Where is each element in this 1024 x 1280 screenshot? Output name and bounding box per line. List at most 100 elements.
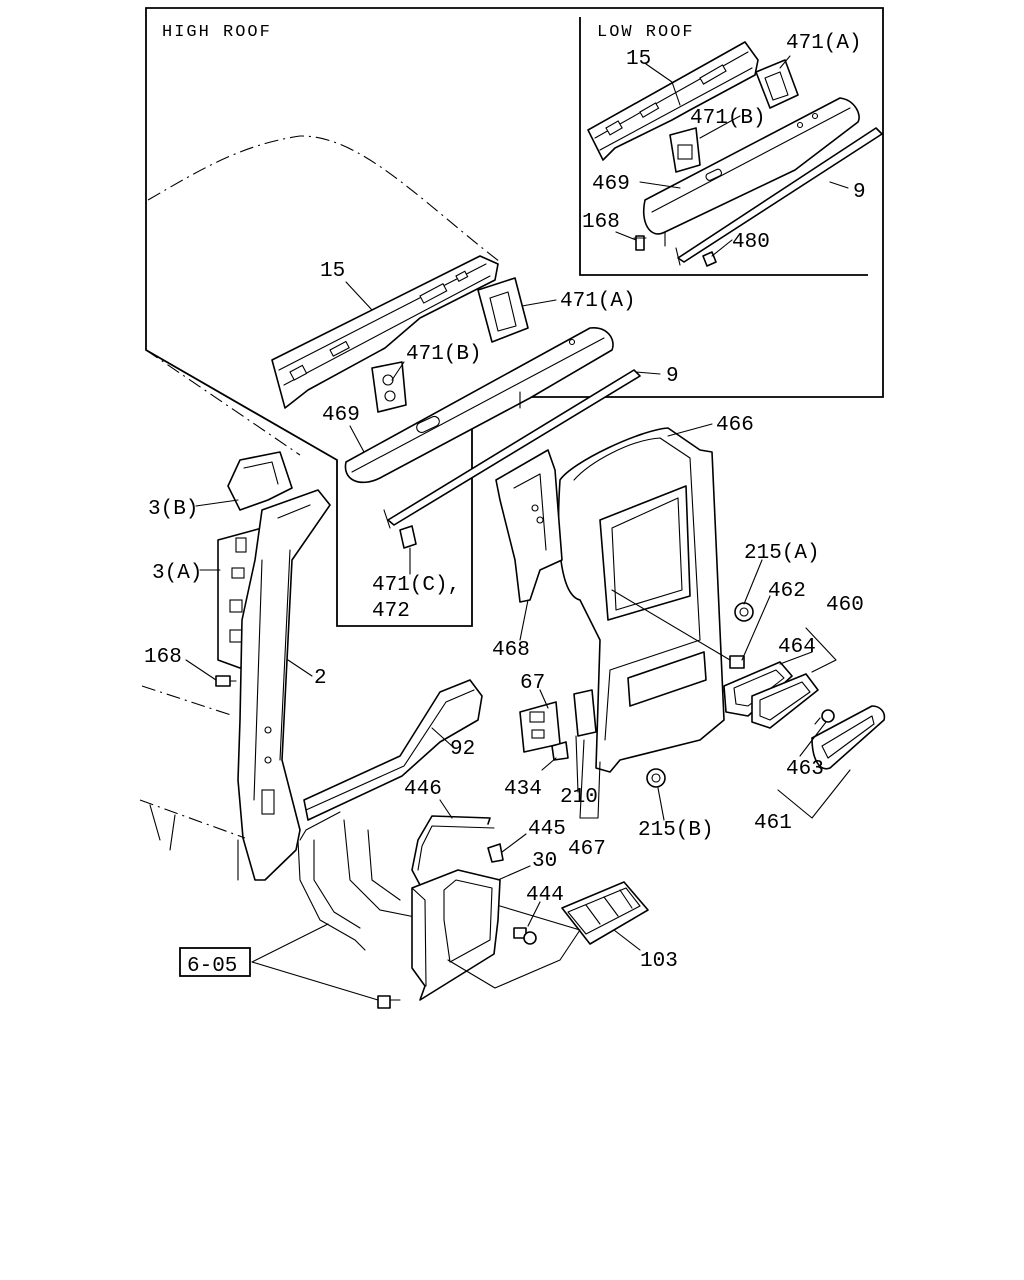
bolt-444 <box>513 927 537 945</box>
leader-2 <box>287 659 313 677</box>
bolt-168 <box>215 675 237 687</box>
high-roof-clip-471c <box>399 525 417 549</box>
body-panel-marks <box>149 804 176 851</box>
pillar-3b <box>227 451 293 511</box>
body-outline-lower <box>139 799 246 839</box>
label-215a: 215(A) <box>744 542 820 565</box>
step-housing-30 <box>411 869 501 1001</box>
label-hr-471b: 471(B) <box>406 343 482 366</box>
ref-box-label[interactable]: 6-05 <box>187 955 237 978</box>
label-462: 462 <box>768 580 806 603</box>
label-466: 466 <box>716 414 754 437</box>
high-roof-molding-9 <box>383 369 641 529</box>
label-103: 103 <box>640 950 678 973</box>
low-roof-header-panel-15 <box>587 41 759 161</box>
leader-6-05 <box>251 923 379 1001</box>
leader-462 <box>611 589 771 661</box>
label-472: 472 <box>372 600 410 623</box>
leader-3b <box>195 499 239 507</box>
lower-frame-6-05 <box>297 839 366 951</box>
label-460: 460 <box>826 594 864 617</box>
grommet-215a <box>734 602 754 622</box>
gasket-460 <box>751 673 819 729</box>
leader-lr-480 <box>711 239 733 257</box>
label-lr-15: 15 <box>626 48 651 71</box>
leader-461 <box>777 769 851 819</box>
lower-frame-inner <box>343 819 421 919</box>
clip-434 <box>551 741 569 761</box>
leader-210 <box>575 735 579 793</box>
label-215b: 215(B) <box>638 819 714 842</box>
leader-434 <box>541 757 557 771</box>
label-471c: 471(C), <box>372 574 460 597</box>
grommet-215b <box>646 768 666 788</box>
leader-lr-471b <box>699 115 741 139</box>
leader-lr-9 <box>829 181 849 189</box>
rear-quarter-panel-466 <box>557 427 725 773</box>
leader-hr-471b <box>391 361 405 381</box>
bracket-67 <box>519 701 561 753</box>
high-roof-header-panel-15 <box>271 255 499 409</box>
leader-168 <box>185 659 217 681</box>
roof-outline <box>147 135 501 263</box>
leader-lr-15 <box>645 63 681 106</box>
leader-lr-168 <box>615 231 637 241</box>
leader-hr-9 <box>635 371 661 375</box>
leader-464 <box>779 651 813 665</box>
title-low-roof: LOW ROOF <box>597 23 695 42</box>
label-lr-480: 480 <box>732 231 770 254</box>
clip-445 <box>487 843 504 863</box>
leader-hr-471a <box>521 299 557 307</box>
high-roof-bracket-471b <box>371 361 407 413</box>
leader-444 <box>527 901 541 927</box>
label-463: 463 <box>786 758 824 781</box>
label-3a: 3(A) <box>152 562 202 585</box>
leader-lr-469 <box>639 181 681 189</box>
leader-463 <box>799 721 827 757</box>
label-444: 444 <box>526 884 564 907</box>
label-lr-469: 469 <box>592 173 630 196</box>
label-lr-168: 168 <box>582 211 620 234</box>
leader-468 <box>519 599 529 641</box>
leader-467 <box>579 739 601 819</box>
low-roof-molding-9 <box>675 127 883 266</box>
label-hr-471a: 471(A) <box>560 290 636 313</box>
high-roof-frame <box>145 7 884 627</box>
label-461: 461 <box>754 812 792 835</box>
label-210: 210 <box>560 786 598 809</box>
leader-466 <box>667 423 713 437</box>
low-roof-bracket-471a <box>755 59 799 109</box>
reinforcement-92 <box>303 679 483 821</box>
leader-30 <box>447 865 581 989</box>
leader-67 <box>539 689 549 709</box>
label-2: 2 <box>314 667 327 690</box>
tube-446 <box>411 815 495 886</box>
clip-463 <box>814 709 835 725</box>
center-pillar-2 <box>237 489 331 881</box>
high-roof-bracket-471a <box>477 277 529 343</box>
label-hr-15: 15 <box>320 260 345 283</box>
roof-left-edge <box>145 349 301 456</box>
leader-215a <box>743 559 763 605</box>
leader-hr-15 <box>345 281 373 311</box>
step-103 <box>561 881 649 945</box>
leader-92 <box>431 727 453 747</box>
label-hr-9: 9 <box>666 365 679 388</box>
label-lr-471b: 471(B) <box>690 107 766 130</box>
ref-box-6-05[interactable] <box>179 947 251 977</box>
label-lr-9: 9 <box>853 181 866 204</box>
label-467: 467 <box>568 838 606 861</box>
bolt-6-05 <box>377 995 401 1009</box>
lamp-461 <box>811 705 886 770</box>
label-92: 92 <box>450 738 475 761</box>
label-446: 446 <box>404 778 442 801</box>
label-lr-471a: 471(A) <box>786 32 862 55</box>
label-3b: 3(B) <box>148 498 198 521</box>
leader-hr-469 <box>349 425 365 453</box>
label-30: 30 <box>532 850 557 873</box>
title-high-roof: HIGH ROOF <box>162 23 272 42</box>
low-roof-bolt-168 <box>633 235 647 251</box>
label-168: 168 <box>144 646 182 669</box>
body-outline-upper <box>141 685 235 717</box>
